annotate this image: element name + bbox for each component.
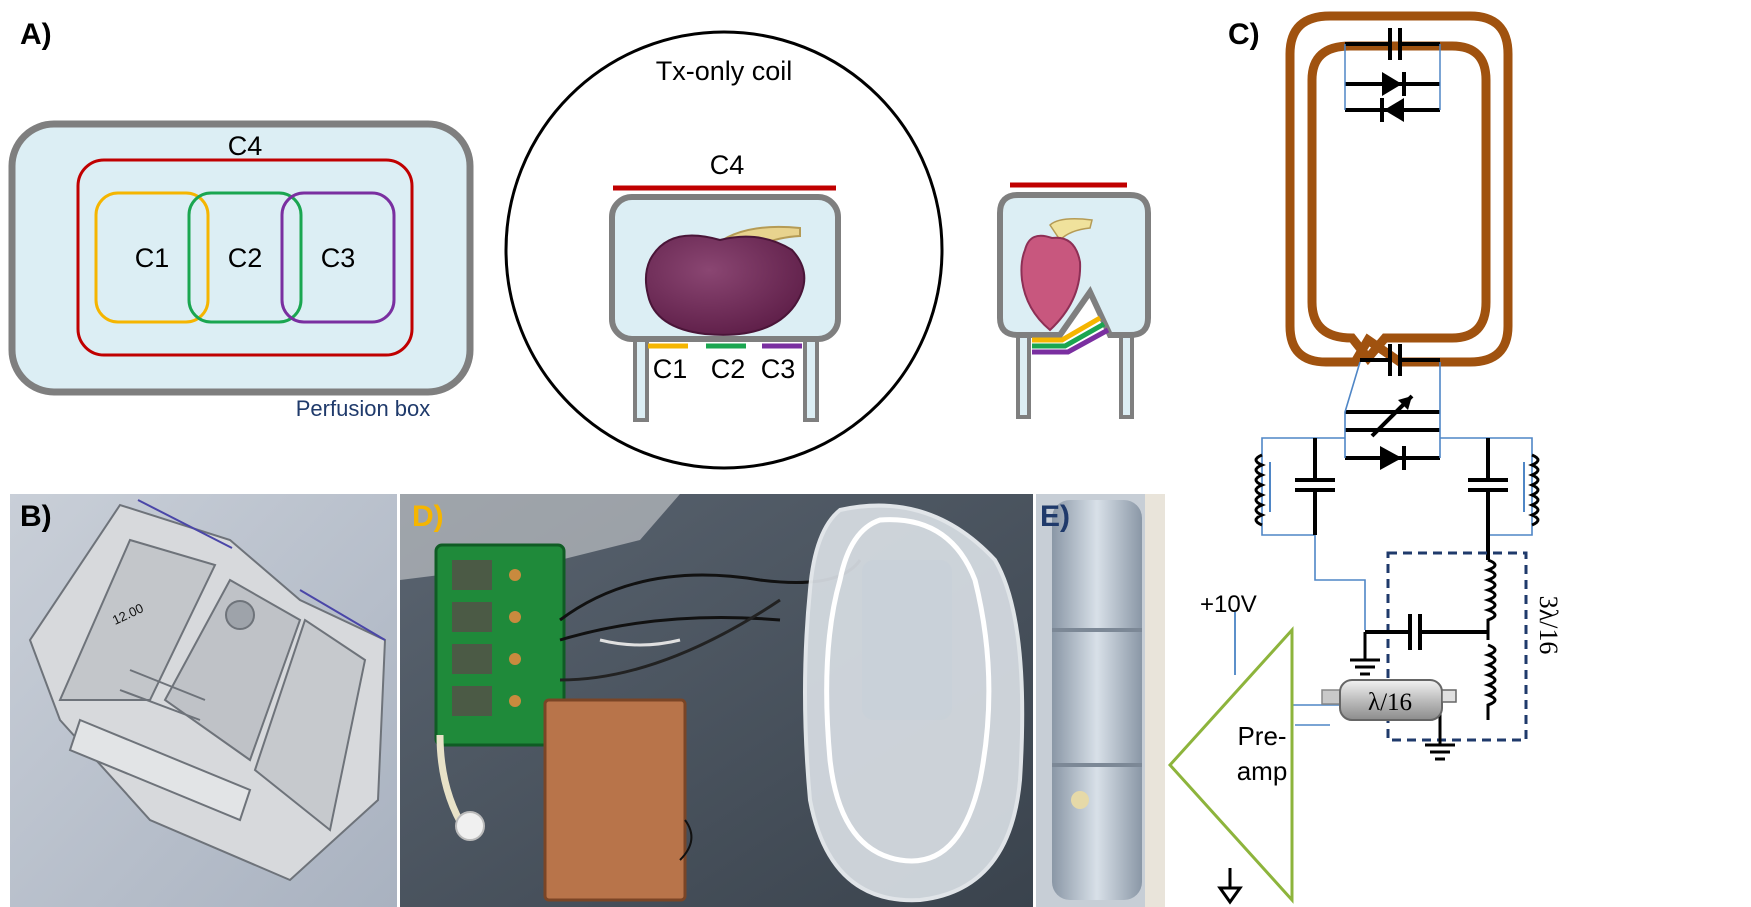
- preamp-label-line2: amp: [1237, 756, 1288, 786]
- quarter-wave-network-box: [1386, 551, 1528, 742]
- side-c2-label: C2: [711, 354, 746, 384]
- capacitor-icon: [1468, 438, 1508, 560]
- preamp-label-line1: Pre-: [1237, 721, 1286, 751]
- perfusion-box-label: Perfusion box: [296, 396, 431, 421]
- variable-capacitor-arrow: [1398, 396, 1412, 410]
- panel-e-letter: E): [1040, 500, 1070, 533]
- capacitor-icon: [1295, 438, 1335, 535]
- diode-icon: [1345, 72, 1440, 122]
- capacitor-icon: [1365, 614, 1488, 650]
- shield-wire: [679, 819, 693, 861]
- panel-a-letter: A): [20, 18, 52, 51]
- panel-b-letter: B): [20, 500, 52, 533]
- copper-shield-box: [543, 698, 687, 902]
- ground-icon: [1217, 868, 1243, 905]
- tilted-side-view: [997, 182, 1151, 419]
- phantom-tube: [1052, 500, 1142, 900]
- side-c3-label: C3: [761, 354, 796, 384]
- rx-coil-housing: [803, 503, 1025, 903]
- preamp-symbol: [1167, 626, 1294, 904]
- coil-inner-loop: [1307, 41, 1491, 366]
- coil-c1-outline: [94, 191, 210, 324]
- panel-e: E): [1036, 494, 1165, 907]
- panel-c-letter: C): [1228, 18, 1260, 51]
- cable-long-label: 3λ/16: [1534, 596, 1563, 655]
- cable-short-label: λ/16: [1368, 689, 1412, 716]
- inductor-icon: [1523, 453, 1540, 527]
- coil-c4-label: C4: [228, 131, 263, 161]
- panel-a: A) C4 C1 C2 C3 Perfusion box Tx-only coi…: [8, 18, 1151, 470]
- panel-c: C): [1167, 11, 1563, 905]
- coil-c1-label: C1: [135, 243, 170, 273]
- coax-cable-icon: [1321, 679, 1457, 721]
- supply-voltage-label: +10V: [1200, 591, 1257, 618]
- ruler: [1145, 494, 1165, 907]
- panel-d: D): [400, 494, 1033, 907]
- cad-holder-render: [28, 499, 387, 882]
- coil-c2-outline: [187, 191, 303, 324]
- variable-capacitor-icon: [1345, 394, 1440, 438]
- heart-icon: [644, 225, 806, 336]
- diode-icon: [1345, 446, 1440, 470]
- capacitor-icon: [1360, 344, 1440, 376]
- coil-c3-outline: [280, 191, 396, 324]
- capacitor-icon: [1345, 28, 1440, 60]
- inductor-icon: [1254, 453, 1271, 527]
- side-c1-label: C1: [653, 354, 688, 384]
- coil-c3-label: C3: [321, 243, 356, 273]
- preamp-board: [434, 543, 566, 747]
- inductor-icon: [1483, 558, 1497, 720]
- cable-connector: [455, 811, 485, 841]
- panel-b: 12.00 B): [10, 494, 397, 907]
- panel-d-letter: D): [412, 500, 444, 533]
- coil-c2-label: C2: [228, 243, 263, 273]
- ground-icon: [1350, 632, 1380, 676]
- tx-coil-label: Tx-only coil: [656, 56, 793, 86]
- perfusion-box: [8, 120, 474, 396]
- coil-outer-loop: [1285, 11, 1513, 367]
- side-c4-label: C4: [710, 150, 745, 180]
- phantom-marker: [1071, 791, 1089, 809]
- coil-c4-outline: [76, 158, 414, 357]
